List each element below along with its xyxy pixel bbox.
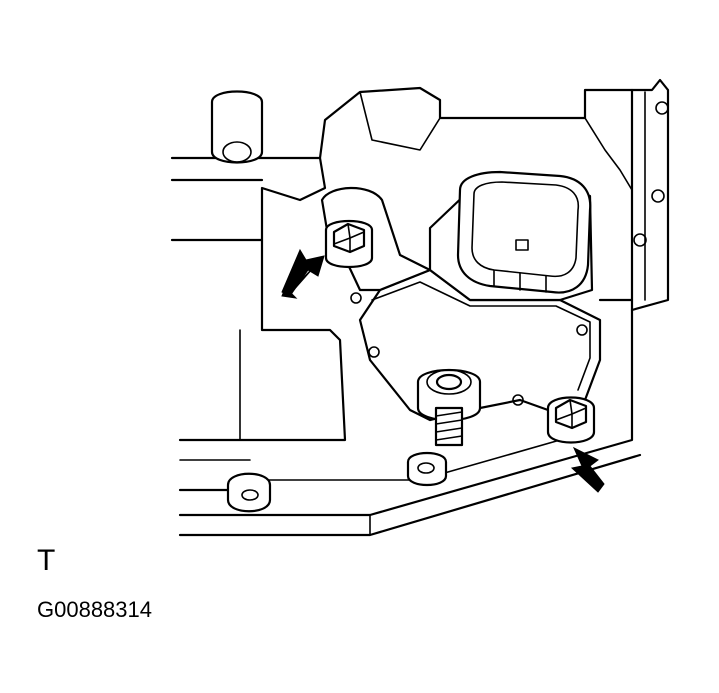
- figure-code: G00888314: [37, 597, 152, 622]
- view-label: T: [37, 544, 56, 577]
- lower-bolt: [546, 396, 596, 444]
- arrow-icon: [570, 446, 605, 493]
- arrow-icon: [281, 248, 325, 299]
- neutral-start-switch: [320, 170, 602, 447]
- transmission-switch-illustration: [170, 78, 670, 537]
- transmission-case: [170, 78, 670, 537]
- upper-bolt: [324, 220, 374, 268]
